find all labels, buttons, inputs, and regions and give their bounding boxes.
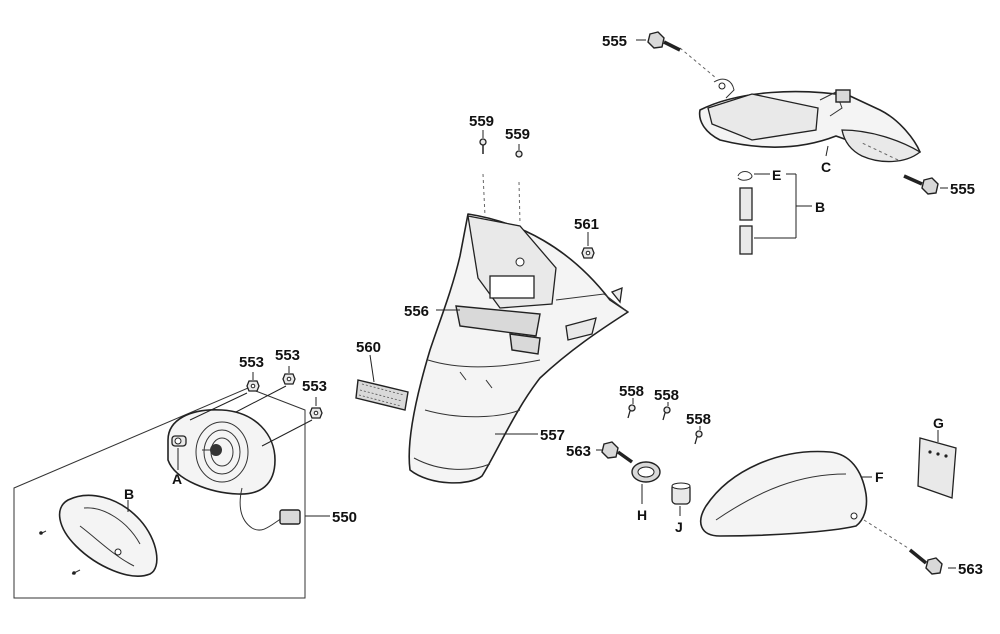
bracket-b-components bbox=[737, 171, 812, 255]
bolt-555 bbox=[636, 31, 681, 52]
grommet-h bbox=[631, 461, 661, 504]
collar-j bbox=[671, 482, 691, 516]
wire-connector bbox=[279, 509, 301, 525]
callout-553: 553 bbox=[275, 347, 300, 364]
screw-559 bbox=[479, 130, 487, 217]
bolt-563 bbox=[596, 441, 634, 464]
callout-553: 553 bbox=[239, 354, 264, 371]
lens-screw bbox=[71, 569, 81, 575]
wire-harness bbox=[239, 487, 283, 531]
callout-559: 559 bbox=[505, 126, 530, 143]
nut-553 bbox=[246, 380, 260, 392]
tail-light-lens bbox=[58, 494, 158, 577]
callout-559: 559 bbox=[469, 113, 494, 130]
screw-559 bbox=[515, 144, 523, 225]
screw-558 bbox=[627, 398, 636, 419]
fender-bracket-upper bbox=[679, 47, 922, 163]
callout-h: H bbox=[637, 507, 647, 523]
callout-c: C bbox=[821, 159, 831, 175]
bulb-socket bbox=[210, 444, 222, 456]
screw-558 bbox=[694, 426, 703, 445]
callout-563: 563 bbox=[958, 561, 983, 578]
callout-a: A bbox=[172, 471, 182, 487]
front-fender-f bbox=[699, 450, 872, 537]
callout-g: G bbox=[933, 415, 944, 431]
callout-555: 555 bbox=[950, 181, 975, 198]
callout-558: 558 bbox=[686, 411, 711, 428]
callout-560: 560 bbox=[356, 339, 381, 356]
callout-555: 555 bbox=[602, 33, 627, 50]
bolt-563 bbox=[863, 519, 956, 575]
reflector-560 bbox=[355, 354, 409, 411]
callout-e: E bbox=[772, 167, 781, 183]
callout-550: 550 bbox=[332, 509, 357, 526]
callout-558: 558 bbox=[619, 383, 644, 400]
callout-b: B bbox=[124, 486, 134, 502]
callout-563: 563 bbox=[566, 443, 591, 460]
callout-f: F bbox=[875, 469, 884, 485]
assembly-boundary bbox=[13, 387, 306, 599]
callout-j: J bbox=[675, 519, 683, 535]
lens-screw bbox=[39, 530, 47, 535]
callout-556: 556 bbox=[404, 303, 429, 320]
callout-b: B bbox=[815, 199, 825, 215]
callout-553: 553 bbox=[302, 378, 327, 395]
tail-light-assembly bbox=[13, 366, 330, 599]
plate-g bbox=[917, 430, 957, 499]
callout-557: 557 bbox=[540, 427, 565, 444]
callout-561: 561 bbox=[574, 216, 599, 233]
nut-561 bbox=[581, 232, 595, 259]
license-bracket-556 bbox=[436, 215, 557, 355]
bolt-555 bbox=[903, 174, 948, 195]
callout-558: 558 bbox=[654, 387, 679, 404]
nut-553 bbox=[282, 373, 296, 385]
nut-553 bbox=[309, 407, 323, 419]
screw-558 bbox=[662, 402, 671, 421]
